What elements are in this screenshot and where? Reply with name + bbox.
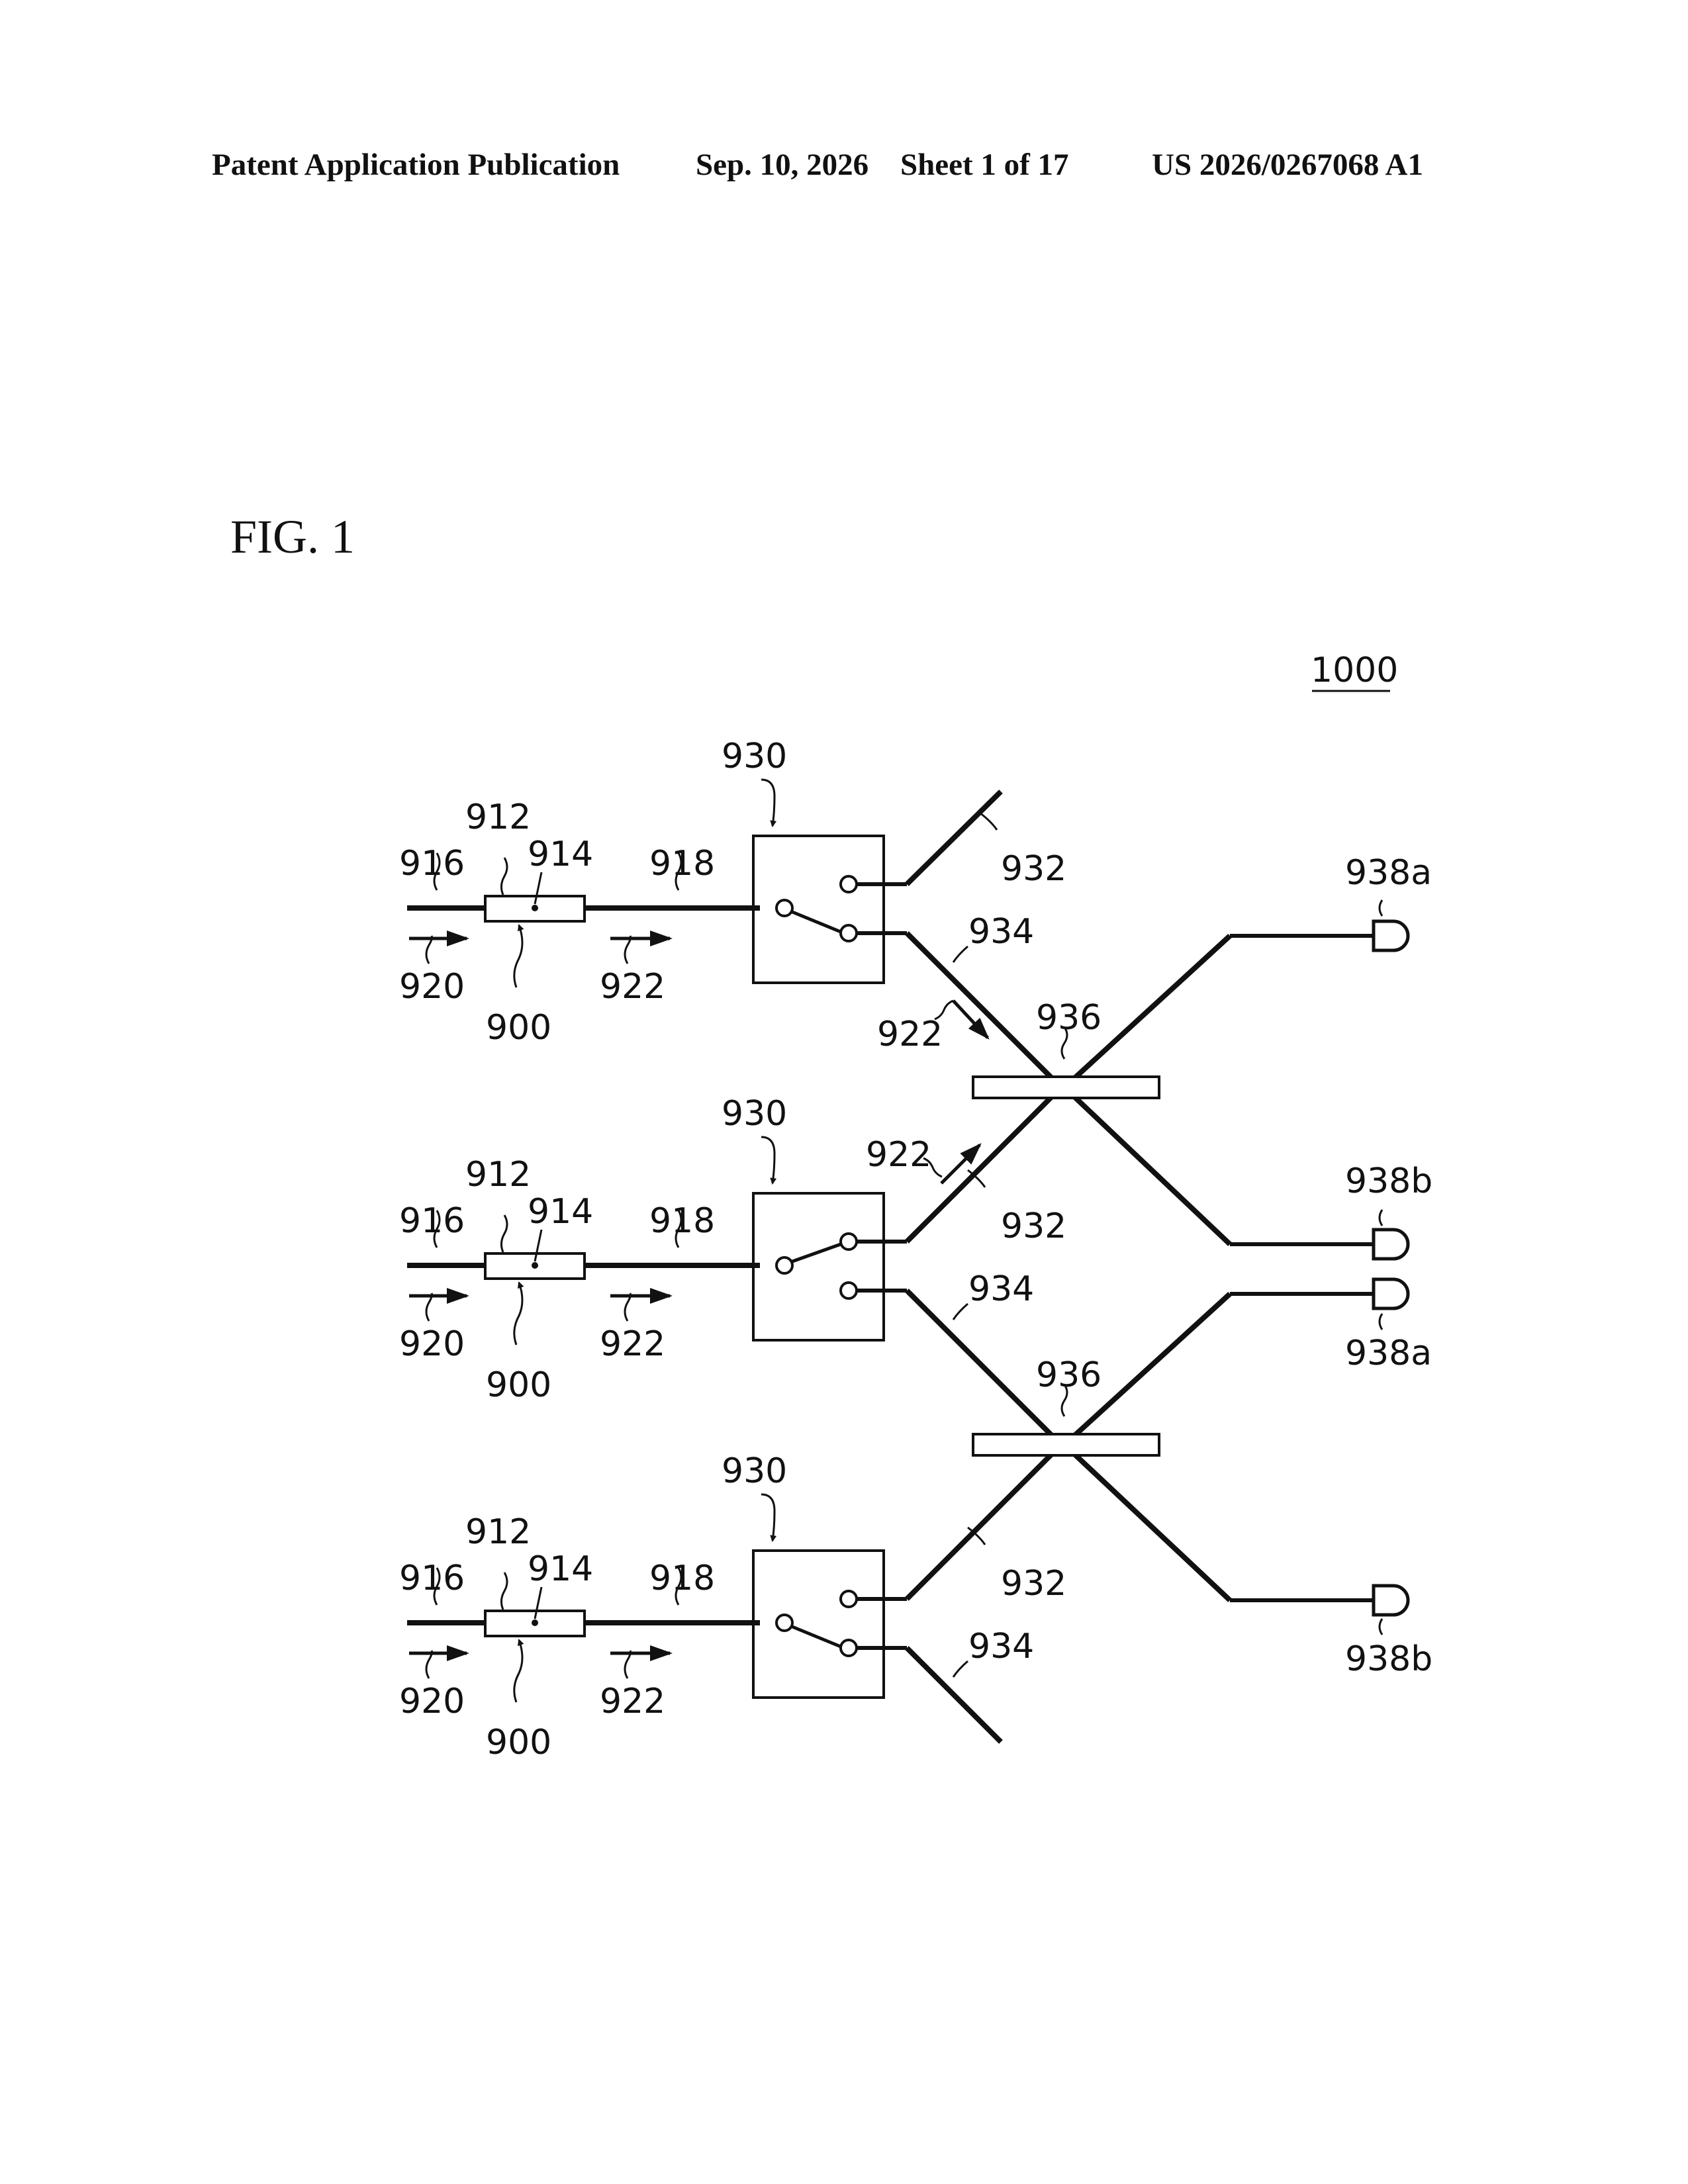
detector-icon: [1374, 921, 1408, 950]
label-output-line: 918: [649, 1559, 715, 1598]
electrode-dot: [532, 1262, 538, 1269]
switch-contact-upper: [841, 876, 857, 892]
label-lower-output: 934: [968, 912, 1034, 952]
switch-box: [753, 1193, 884, 1340]
label-coupler: 936: [1036, 1355, 1102, 1395]
label-output-line: 918: [649, 844, 715, 884]
label-input-signal: 920: [399, 967, 465, 1007]
switch-box: [753, 1551, 884, 1698]
system-ref-label: 1000: [1311, 651, 1398, 690]
leader-912: [501, 858, 507, 895]
modulator-row-2: 916 912 914 918 920 922 900 930 932 934: [399, 1084, 1066, 1448]
switch-contact-lower: [841, 1283, 857, 1298]
switch-blade: [792, 1627, 841, 1647]
switch-pivot: [776, 1257, 792, 1273]
electrode-dot: [532, 905, 538, 911]
switch-pivot: [776, 1615, 792, 1631]
coupler-2: 936 938a 938b: [973, 1279, 1432, 1679]
label-switch: 930: [722, 737, 787, 776]
switch-pivot: [776, 900, 792, 916]
label-input-line: 916: [399, 1201, 465, 1241]
detector-icon: [1374, 1279, 1408, 1308]
coupler-out-lower: [1064, 1087, 1230, 1244]
leader-934: [953, 1304, 968, 1320]
coupler-out-lower: [1064, 1445, 1230, 1600]
label-lower-output: 934: [968, 1627, 1034, 1666]
coupler-bar: [973, 1434, 1159, 1455]
label-detector-bottom: 938b: [1345, 1639, 1432, 1679]
leader-934: [953, 946, 968, 962]
leader-938a: [1380, 1314, 1382, 1330]
label-input-signal: 920: [399, 1324, 465, 1364]
leader-912: [501, 1215, 507, 1252]
leader-938b: [1380, 1210, 1382, 1226]
switch-contact-lower: [841, 1640, 857, 1656]
label-input-line: 916: [399, 844, 465, 884]
label-coupler: 936: [1036, 998, 1102, 1038]
label-upper-output: 932: [1001, 1564, 1066, 1604]
label-electrode: 914: [528, 1549, 593, 1589]
label-modulator: 912: [465, 1512, 531, 1552]
detector-icon: [1374, 1586, 1408, 1615]
label-detector-bottom: 938b: [1345, 1161, 1432, 1201]
detector-icon: [1374, 1230, 1408, 1259]
label-output-signal: 922: [600, 967, 665, 1007]
label-detector-top: 938a: [1345, 853, 1432, 893]
label-device: 900: [486, 1723, 551, 1762]
leader-930: [761, 1494, 774, 1541]
leader-930: [761, 780, 774, 826]
coupler-bar: [973, 1077, 1159, 1098]
label-switch: 930: [722, 1451, 787, 1491]
switch-box: [753, 836, 884, 983]
label-lower-output: 934: [968, 1269, 1034, 1309]
leader-938b: [1380, 1619, 1382, 1635]
modulator-row-1: 916 912 914 918 920 922 900 930 932 934: [399, 737, 1066, 1091]
modulator-row-3: 916 912 914 918 920 922 900 930 932 934: [399, 1441, 1066, 1762]
leader-938a: [1380, 900, 1382, 916]
label-output-line: 918: [649, 1201, 715, 1241]
label-input-signal: 920: [399, 1682, 465, 1721]
leader-900: [514, 1283, 522, 1345]
label-device: 900: [486, 1008, 551, 1048]
electrode-dot: [532, 1619, 538, 1626]
label-detector-top: 938a: [1345, 1334, 1432, 1373]
switch-blade: [792, 912, 841, 932]
label-upper-output: 932: [1001, 849, 1066, 889]
switch-contact-upper: [841, 1591, 857, 1607]
label-electrode: 914: [528, 1192, 593, 1232]
leader-930: [761, 1137, 774, 1183]
label-switch: 930: [722, 1094, 787, 1134]
label-modulator: 912: [465, 797, 531, 837]
leader-934: [953, 1661, 968, 1677]
leader-932: [980, 813, 997, 830]
leader-912: [501, 1572, 507, 1610]
switch-contact-lower: [841, 925, 857, 941]
output-upper-line: [907, 792, 1001, 884]
label-modulator: 912: [465, 1155, 531, 1195]
switch-contact-upper: [841, 1234, 857, 1250]
label-coupler-signal-bottom: 922: [866, 1135, 931, 1175]
label-output-signal: 922: [600, 1682, 665, 1721]
label-input-line: 916: [399, 1559, 465, 1598]
label-coupler-signal-top: 922: [877, 1015, 943, 1054]
label-electrode: 914: [528, 835, 593, 874]
label-device: 900: [486, 1365, 551, 1405]
switch-blade: [792, 1244, 841, 1261]
label-output-signal: 922: [600, 1324, 665, 1364]
leader-900: [514, 1640, 522, 1702]
leader-900: [514, 925, 522, 987]
label-upper-output: 932: [1001, 1206, 1066, 1246]
